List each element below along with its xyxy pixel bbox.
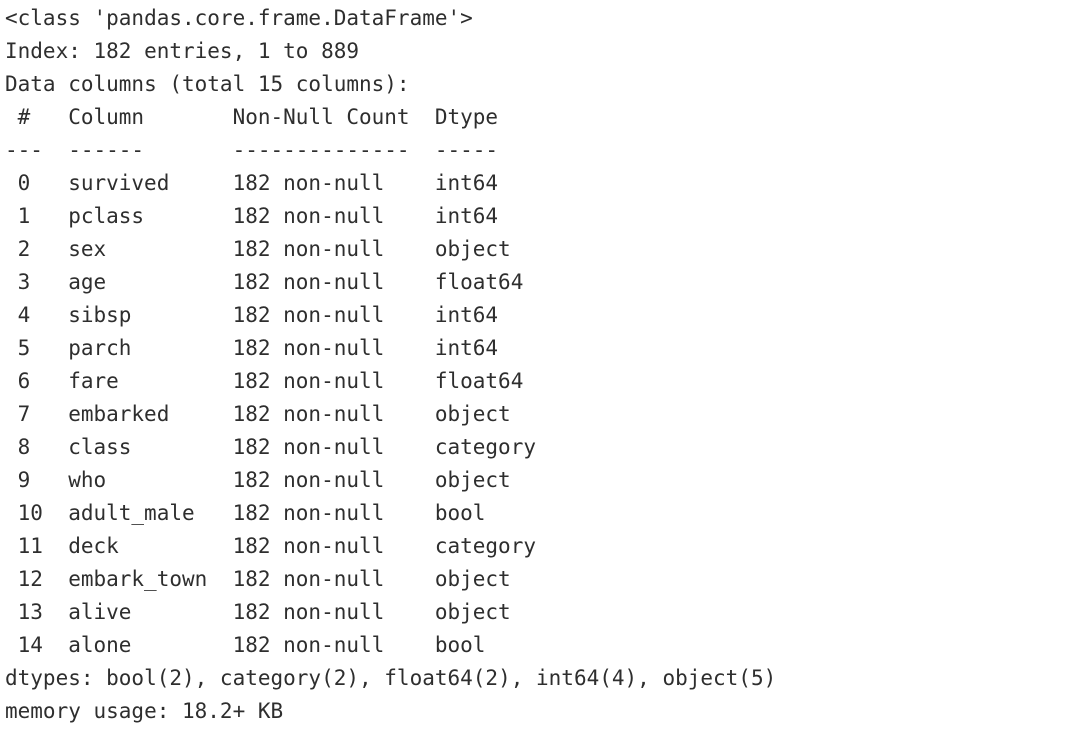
cell-non-null-count: 182 non-null — [232, 435, 385, 459]
index-line: Index: 182 entries, 1 to 889 — [5, 39, 360, 63]
cell-dtype: object — [434, 567, 511, 591]
cell-column-name: parch — [68, 336, 132, 360]
cell-index: 10 — [17, 501, 43, 525]
cell-non-null-count: 182 non-null — [232, 171, 385, 195]
memory-usage-line: memory usage: 18.2+ KB — [5, 699, 284, 723]
cell-column-name: alive — [68, 600, 132, 624]
cell-index: 14 — [17, 633, 43, 657]
header-non-null-count: Non-Null Count — [232, 105, 410, 129]
header-index: # — [17, 105, 31, 129]
cell-dtype: int64 — [434, 204, 499, 228]
table-row: 10 adult_male 182 non-null bool — [5, 497, 1092, 530]
data-columns-line: Data columns (total 15 columns): — [5, 72, 410, 96]
table-separator-row: --- ------ -------------- ----- — [5, 134, 1092, 167]
table-row: 7 embarked 182 non-null object — [5, 398, 1092, 431]
class-line: <class 'pandas.core.frame.DataFrame'> — [5, 6, 473, 30]
dtypes-summary-line: dtypes: bool(2), category(2), float64(2)… — [5, 666, 777, 690]
separator-non-null-count: -------------- — [232, 138, 410, 162]
table-row: 4 sibsp 182 non-null int64 — [5, 299, 1092, 332]
cell-index: 11 — [17, 534, 43, 558]
cell-index: 7 — [17, 402, 31, 426]
cell-non-null-count: 182 non-null — [232, 567, 385, 591]
cell-index: 9 — [17, 468, 31, 492]
cell-dtype: object — [434, 237, 511, 261]
cell-non-null-count: 182 non-null — [232, 468, 385, 492]
cell-non-null-count: 182 non-null — [232, 204, 385, 228]
cell-dtype: float64 — [434, 369, 524, 393]
cell-index: 12 — [17, 567, 43, 591]
cell-column-name: class — [68, 435, 132, 459]
cell-column-name: alone — [68, 633, 132, 657]
cell-dtype: object — [434, 402, 511, 426]
cell-column-name: survived — [68, 171, 170, 195]
cell-dtype: int64 — [434, 303, 499, 327]
cell-index: 6 — [17, 369, 31, 393]
table-row: 0 survived 182 non-null int64 — [5, 167, 1092, 200]
table-row: 8 class 182 non-null category — [5, 431, 1092, 464]
cell-non-null-count: 182 non-null — [232, 336, 385, 360]
table-row: 5 parch 182 non-null int64 — [5, 332, 1092, 365]
cell-column-name: adult_male — [68, 501, 195, 525]
table-row: 3 age 182 non-null float64 — [5, 266, 1092, 299]
cell-index: 5 — [17, 336, 31, 360]
table-row: 1 pclass 182 non-null int64 — [5, 200, 1092, 233]
cell-index: 3 — [17, 270, 31, 294]
header-dtype: Dtype — [434, 105, 499, 129]
table-row: 6 fare 182 non-null float64 — [5, 365, 1092, 398]
separator-dtype: ----- — [434, 138, 499, 162]
cell-non-null-count: 182 non-null — [232, 402, 385, 426]
table-row: 14 alone 182 non-null bool — [5, 629, 1092, 662]
cell-index: 2 — [17, 237, 31, 261]
cell-dtype: object — [434, 600, 511, 624]
cell-column-name: who — [68, 468, 107, 492]
cell-non-null-count: 182 non-null — [232, 303, 385, 327]
cell-dtype: category — [434, 534, 536, 558]
cell-column-name: pclass — [68, 204, 145, 228]
cell-dtype: int64 — [434, 171, 499, 195]
cell-dtype: bool — [434, 633, 486, 657]
table-header-row: # Column Non-Null Count Dtype — [5, 101, 1092, 134]
cell-dtype: object — [434, 468, 511, 492]
cell-dtype: bool — [434, 501, 486, 525]
cell-index: 8 — [17, 435, 31, 459]
cell-column-name: fare — [68, 369, 119, 393]
cell-dtype: int64 — [434, 336, 499, 360]
cell-index: 1 — [17, 204, 31, 228]
cell-column-name: sex — [68, 237, 107, 261]
cell-index: 13 — [17, 600, 43, 624]
cell-index: 4 — [17, 303, 31, 327]
header-column: Column — [68, 105, 145, 129]
cell-non-null-count: 182 non-null — [232, 270, 385, 294]
cell-non-null-count: 182 non-null — [232, 369, 385, 393]
table-row: 9 who 182 non-null object — [5, 464, 1092, 497]
table-row: 2 sex 182 non-null object — [5, 233, 1092, 266]
cell-non-null-count: 182 non-null — [232, 534, 385, 558]
cell-column-name: embark_town — [68, 567, 208, 591]
cell-column-name: age — [68, 270, 107, 294]
cell-column-name: sibsp — [68, 303, 132, 327]
separator-index: --- — [5, 138, 43, 162]
cell-non-null-count: 182 non-null — [232, 600, 385, 624]
cell-non-null-count: 182 non-null — [232, 633, 385, 657]
table-row: 11 deck 182 non-null category — [5, 530, 1092, 563]
table-row: 12 embark_town 182 non-null object — [5, 563, 1092, 596]
cell-non-null-count: 182 non-null — [232, 501, 385, 525]
separator-column: ------ — [68, 138, 145, 162]
cell-dtype: category — [434, 435, 536, 459]
table-row: 13 alive 182 non-null object — [5, 596, 1092, 629]
cell-non-null-count: 182 non-null — [232, 237, 385, 261]
cell-column-name: embarked — [68, 402, 170, 426]
cell-column-name: deck — [68, 534, 119, 558]
cell-dtype: float64 — [434, 270, 524, 294]
cell-index: 0 — [17, 171, 31, 195]
